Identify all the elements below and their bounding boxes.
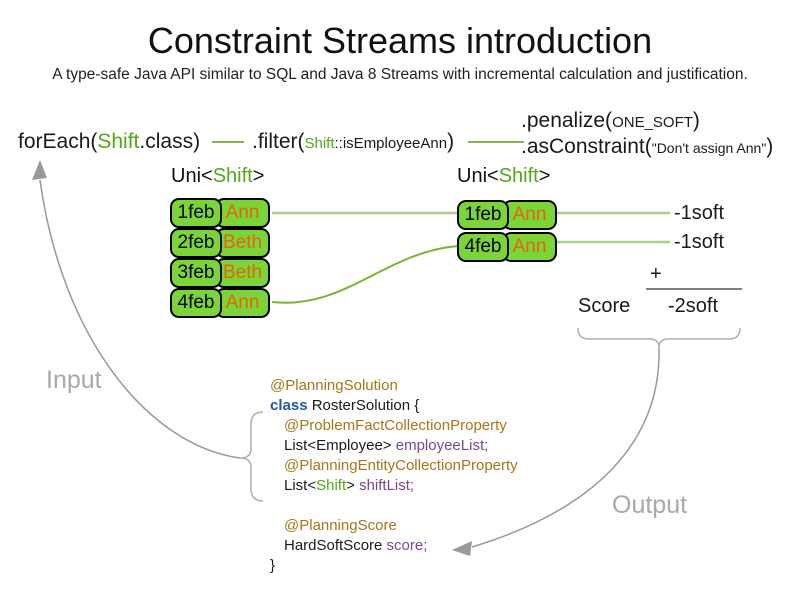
score-underbrace	[577, 327, 741, 349]
input-arrowhead	[32, 160, 47, 180]
code-token: @PlanningEntityCollectionProperty	[284, 457, 518, 474]
code-line: List<Employee> employeeList;	[270, 436, 518, 456]
code-token: List<	[284, 477, 317, 494]
code-token: @ProblemFactCollectionProperty	[284, 417, 507, 434]
foreach-call: forEach(Shift.class)	[18, 130, 200, 154]
code-line	[270, 496, 518, 516]
uni-label-type: Shift	[212, 165, 253, 187]
code-token: score;	[386, 537, 428, 554]
score-label: Score	[578, 295, 631, 317]
employee-cell: Ann	[215, 288, 270, 318]
filter-arg-type: Shift	[304, 135, 335, 152]
employee-cell: Beth	[215, 228, 270, 258]
employee-cell: Ann	[215, 198, 270, 228]
left-uni-label: Uni<Shift>	[171, 165, 264, 188]
row-score-1: -1soft	[674, 202, 725, 224]
right-uni-label: Uni<Shift>	[457, 165, 550, 188]
input-arrow-curve	[39, 179, 241, 459]
total-score: -2soft	[668, 295, 719, 317]
code-line: }	[270, 556, 518, 576]
code-line: class RosterSolution {	[270, 396, 518, 416]
date-cell: 4feb	[457, 232, 509, 262]
filter-suffix: )	[447, 130, 455, 153]
filter-call: .filter(Shift::isEmployeeAnn)	[252, 130, 454, 154]
date-cell: 4feb	[170, 288, 222, 318]
uni-label-prefix: Uni<	[171, 165, 213, 187]
asconstraint-suffix: )	[766, 135, 774, 158]
asconstraint-arg: "Don't assign Ann"	[651, 140, 767, 156]
filter-arg-rest: ::isEmployeeAnn	[334, 135, 448, 152]
output-arrowhead	[452, 541, 472, 556]
foreach-suffix: .class)	[139, 130, 201, 153]
foreach-prefix: forEach(	[18, 130, 98, 153]
date-cell: 2feb	[170, 228, 222, 258]
output-label: Output	[612, 491, 688, 519]
code-line: List<Shift> shiftList;	[270, 476, 518, 496]
code-line: @PlanningEntityCollectionProperty	[270, 456, 518, 476]
code-token: @PlanningScore	[284, 517, 397, 534]
code-token: HardSoftScore	[284, 537, 387, 554]
page-subtitle: A type-safe Java API similar to SQL and …	[52, 66, 748, 83]
code-line: HardSoftScore score;	[270, 536, 518, 556]
uni-label-suffix: >	[252, 165, 265, 187]
code-line: @ProblemFactCollectionProperty	[270, 416, 518, 436]
uni-label-prefix: Uni<	[457, 165, 499, 187]
asconstraint-prefix: .asConstraint(	[521, 135, 652, 158]
code-token: shiftList;	[359, 477, 415, 494]
code-line: @PlanningScore	[270, 516, 518, 536]
employee-cell: Ann	[502, 232, 557, 262]
row-score-2: -1soft	[674, 231, 725, 253]
code-token: }	[270, 557, 276, 574]
code-token: List<Employee>	[284, 437, 396, 454]
employee-cell: Beth	[215, 258, 270, 288]
date-cell: 3feb	[170, 258, 222, 288]
code-token: >	[346, 477, 360, 494]
penalize-call: .penalize(ONE_SOFT)	[521, 109, 700, 133]
code-token: Shift	[316, 477, 347, 494]
page-title: Constraint Streams introduction	[147, 20, 653, 61]
code-token: class	[270, 397, 308, 414]
date-cell: 1feb	[170, 198, 222, 228]
plus-sign: +	[650, 263, 662, 285]
output-arrow-curve	[471, 347, 660, 548]
input-label: Input	[46, 366, 102, 394]
code-line: @PlanningSolution	[270, 376, 518, 396]
date-cell: 1feb	[457, 200, 509, 230]
code-brace	[239, 411, 264, 502]
uni-label-type: Shift	[498, 165, 539, 187]
code-token: RosterSolution {	[307, 397, 420, 414]
penalize-arg: ONE_SOFT	[612, 114, 693, 131]
connector-row-4feb	[271, 245, 459, 304]
foreach-type: Shift	[97, 130, 140, 153]
code-token: employeeList;	[395, 437, 489, 454]
employee-cell: Ann	[502, 200, 557, 230]
penalize-suffix: )	[692, 109, 700, 132]
asconstraint-call: .asConstraint("Don't assign Ann")	[521, 135, 773, 159]
penalize-prefix: .penalize(	[521, 109, 613, 132]
code-token: @PlanningSolution	[270, 377, 398, 394]
filter-prefix: .filter(	[252, 130, 305, 153]
uni-label-suffix: >	[538, 165, 551, 187]
